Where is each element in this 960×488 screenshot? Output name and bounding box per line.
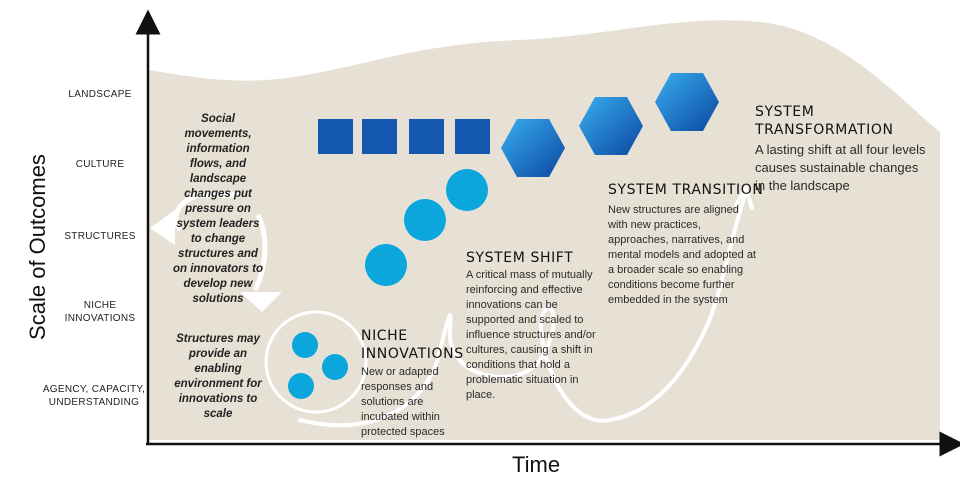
niche-protected-space-circle [264, 310, 368, 414]
stage-transformation-title: SYSTEM TRANSFORMATION [755, 104, 894, 138]
pressure-arrow-right [252, 213, 268, 292]
level-label-agency: AGENCY, CAPACITY, UNDERSTANDING [42, 384, 146, 408]
x-axis-label: Time [512, 452, 561, 477]
pressure-arrow-left [173, 192, 240, 232]
culture-square [409, 119, 444, 154]
hexagon [655, 73, 719, 131]
culture-square [362, 119, 397, 154]
structure-circle [404, 199, 446, 241]
stage-transition-desc: New structures are aligned with new prac… [608, 204, 756, 306]
stage-niche-title: NICHE INNOVATIONS [361, 328, 464, 362]
level-label-structures: STRUCTURES [64, 231, 136, 242]
niche-circle [292, 332, 318, 358]
stage-transition-title: SYSTEM TRANSITION [608, 182, 764, 198]
hexagon [579, 97, 643, 155]
enabling-note: Structures may provide an enabling envir… [174, 333, 262, 420]
culture-square [318, 119, 353, 154]
pressure-arrow-right-head [240, 292, 282, 312]
level-label-landscape: LANDSCAPE [68, 89, 132, 100]
hexagon [501, 119, 565, 177]
pressure-arrow-left-head [150, 210, 175, 245]
level-label-culture: CULTURE [75, 159, 125, 170]
level-label-niche-innovations: NICHE INNOVATIONS [64, 300, 136, 324]
stage-shift-desc: A critical mass of mutually reinforcing … [466, 269, 596, 401]
structure-circle [446, 169, 488, 211]
stage-niche-desc: New or adapted responses and solutions a… [361, 366, 445, 438]
niche-circle [322, 354, 348, 380]
stage-shift-title: SYSTEM SHIFT [466, 250, 574, 266]
stage-transformation-desc: A lasting shift at all four levels cause… [755, 142, 926, 193]
niche-circle [288, 373, 314, 399]
growth-swirl-line [298, 193, 747, 428]
y-axis-label: Scale of Outcomes [25, 154, 50, 340]
culture-square [455, 119, 490, 154]
swirl-arrowhead [734, 186, 754, 210]
structure-circle [365, 244, 407, 286]
pressure-note: Social movements, information flows, and… [172, 113, 264, 305]
